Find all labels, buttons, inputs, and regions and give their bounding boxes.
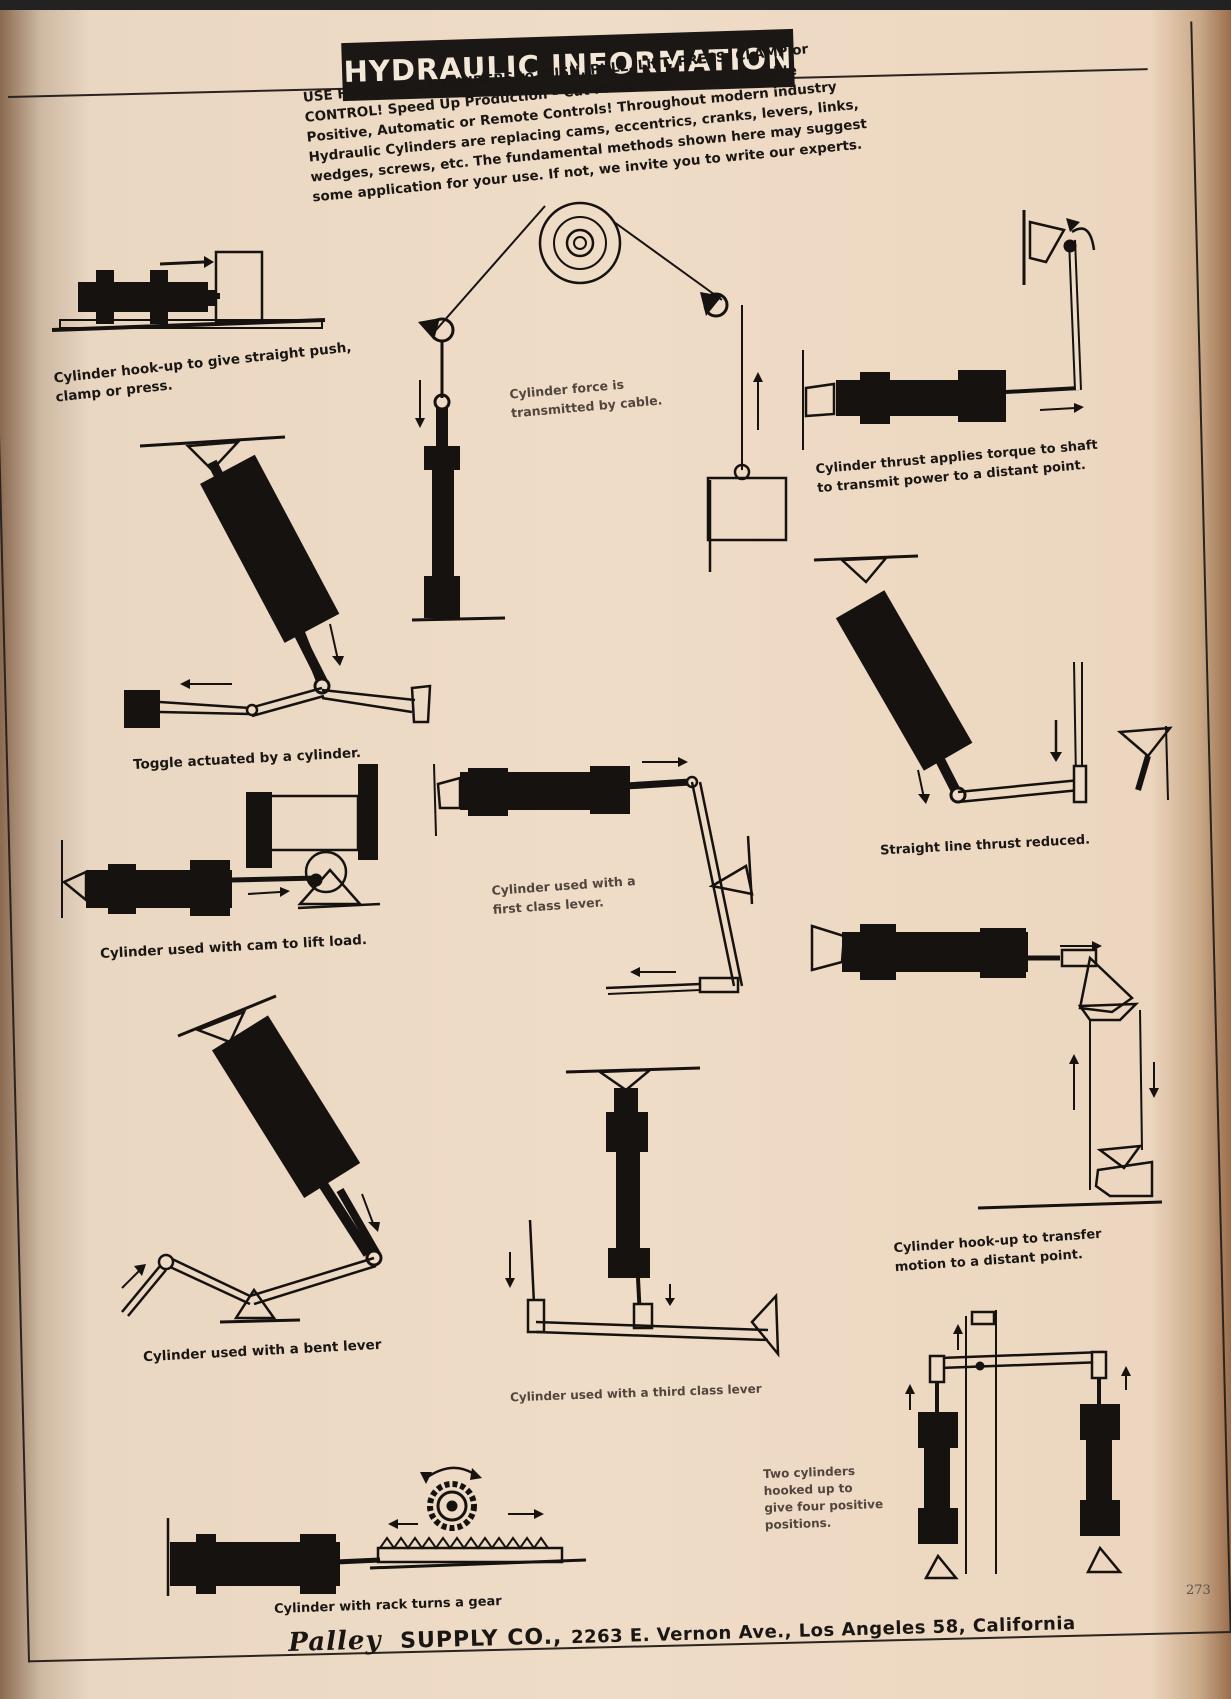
page-number: 273	[1186, 1583, 1211, 1598]
toggle-diagram	[124, 437, 430, 728]
cam-diagram	[62, 764, 380, 918]
transfer-motion-diagram	[812, 924, 1162, 1208]
caption-two-cylinders: Two cylinders hooked up to give four pos…	[763, 1462, 884, 1534]
third-class-lever-diagram	[505, 1068, 778, 1354]
torque-diagram	[803, 210, 1094, 450]
straight-line-thrust-diagram	[814, 556, 1170, 804]
bent-lever-diagram	[122, 996, 381, 1322]
straight-push-diagram	[52, 252, 325, 330]
company-name: SUPPLY CO.,	[400, 1624, 563, 1654]
rack-gear-diagram	[168, 1468, 586, 1596]
two-cylinders-diagram	[905, 1310, 1131, 1578]
brand-logo: Palley	[288, 1625, 382, 1658]
